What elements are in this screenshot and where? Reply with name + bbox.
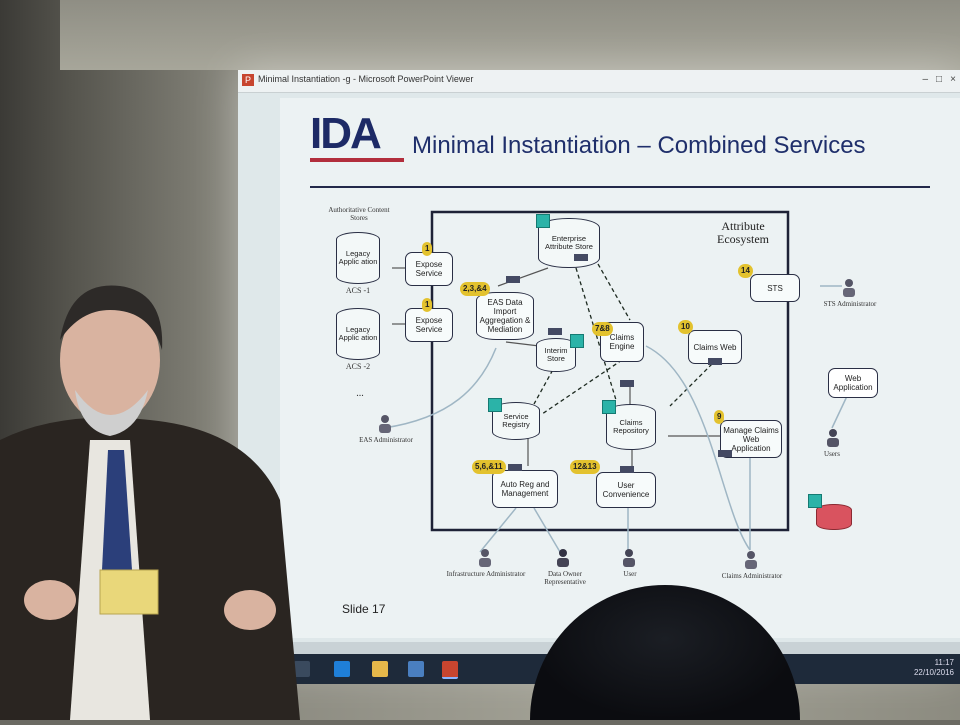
- sts-node: STS: [750, 274, 800, 302]
- powerpoint-taskbar-icon[interactable]: [442, 661, 458, 679]
- sts-admin-label: STS Administrator: [823, 300, 877, 308]
- powerpoint-icon: P: [242, 74, 254, 86]
- clock-time: 11:17: [934, 658, 954, 667]
- users-label: Users: [824, 450, 840, 458]
- close-icon[interactable]: ×: [950, 74, 956, 85]
- slide-canvas: IDA Minimal Instantiation – Combined Ser…: [280, 98, 960, 638]
- eas-data-import: EAS Data Import Aggregation & Mediation: [476, 292, 534, 340]
- expose-service-1: Expose Service: [405, 252, 453, 286]
- claims-admin-icon: [742, 550, 760, 570]
- user-convenience: User Convenience: [596, 472, 656, 508]
- web-application: Web Application: [828, 368, 878, 398]
- infra-admin-label: Infrastructure Administrator: [446, 570, 526, 578]
- minimize-icon[interactable]: –: [922, 74, 928, 85]
- badge-234: 2,3,&4: [460, 282, 490, 296]
- clock-date: 22/10/2016: [913, 668, 954, 677]
- badge-1213: 12&13: [570, 460, 600, 474]
- legacy-app-2: Legacy Applic ation: [336, 308, 380, 360]
- wall: [60, 0, 960, 70]
- window-title: Minimal Instantiation -g - Microsoft Pow…: [258, 74, 474, 84]
- acs-label: Authoritative Content Stores: [328, 206, 390, 222]
- eas-admin-label: EAS Administrator: [359, 436, 413, 444]
- badge-10: 10: [678, 320, 693, 334]
- eas-admin-icon: [376, 414, 394, 434]
- projected-screen: P Minimal Instantiation -g - Microsoft P…: [238, 70, 960, 684]
- sts-admin-icon: [840, 278, 858, 298]
- search-icon[interactable]: [294, 661, 310, 677]
- badge-1a: 1: [422, 242, 433, 256]
- badge-14: 14: [738, 264, 753, 278]
- users-icon: [824, 428, 842, 448]
- tag-interim: [570, 334, 584, 348]
- slide-number: Slide 17: [342, 602, 386, 616]
- data-owner-label: Data Owner Representative: [544, 570, 586, 586]
- clock: 11:17 22/10/2016: [914, 658, 954, 678]
- legacy-app-1: Legacy Applic ation: [336, 232, 380, 284]
- architecture-diagram: Authoritative Content Stores Legacy Appl…: [280, 188, 960, 608]
- diagram-connectors: [383, 210, 849, 553]
- data-owner-icon: [554, 548, 572, 568]
- badge-78: 7&8: [592, 322, 613, 336]
- title-rule: [310, 186, 930, 188]
- ecosystem-boundary: [430, 210, 790, 532]
- edge-icon[interactable]: [334, 661, 350, 677]
- tag-database: [808, 494, 822, 508]
- interim-store: Interim Store: [536, 338, 576, 372]
- window-titlebar: P Minimal Instantiation -g - Microsoft P…: [238, 70, 960, 93]
- database-icon: [816, 504, 852, 530]
- slide-title: Minimal Instantiation – Combined Service…: [412, 132, 866, 159]
- ecosystem-label: Attribute Ecosystem: [717, 219, 769, 246]
- badge-1b: 1: [422, 298, 433, 312]
- tag-claims-repo: [602, 400, 616, 414]
- tag-registry: [488, 398, 502, 412]
- user-label: User: [623, 570, 637, 578]
- ellipsis: ...: [356, 388, 364, 399]
- badge-5611: 5,6,&11: [472, 460, 506, 474]
- acs-2-label: ACS -2: [345, 362, 371, 371]
- maximize-icon[interactable]: □: [935, 74, 942, 85]
- tag-eas-store: [536, 214, 550, 228]
- store-icon[interactable]: [408, 661, 424, 677]
- expose-service-2: Expose Service: [405, 308, 453, 342]
- user-icon: [620, 548, 638, 568]
- acs-1-label: ACS -1: [345, 286, 371, 295]
- file-explorer-icon[interactable]: [372, 661, 388, 677]
- ida-logo: IDA: [310, 112, 410, 162]
- badge-9: 9: [714, 410, 725, 424]
- infra-admin-icon: [476, 548, 494, 568]
- presenter: [0, 270, 300, 720]
- claims-admin-label: Claims Administrator: [721, 572, 783, 580]
- auto-reg-management: Auto Reg and Management: [492, 470, 558, 508]
